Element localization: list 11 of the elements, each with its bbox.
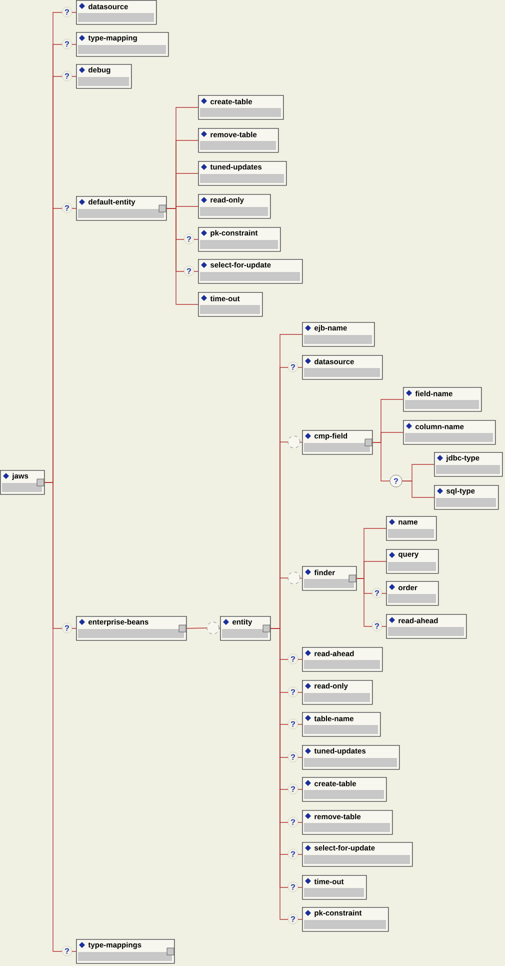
- connector-line: [300, 578, 302, 579]
- connector-line: [44, 482, 76, 952]
- connector-line: [300, 442, 302, 443]
- occurrence-circle: [288, 572, 300, 584]
- occurrence-circle: [288, 436, 300, 448]
- connector-line: [402, 480, 434, 498]
- occurrence-circle: [206, 622, 220, 634]
- connector-line: [356, 578, 386, 627]
- connector-line: [186, 628, 208, 629]
- connector-line: [166, 208, 198, 305]
- connector-line: [372, 442, 390, 482]
